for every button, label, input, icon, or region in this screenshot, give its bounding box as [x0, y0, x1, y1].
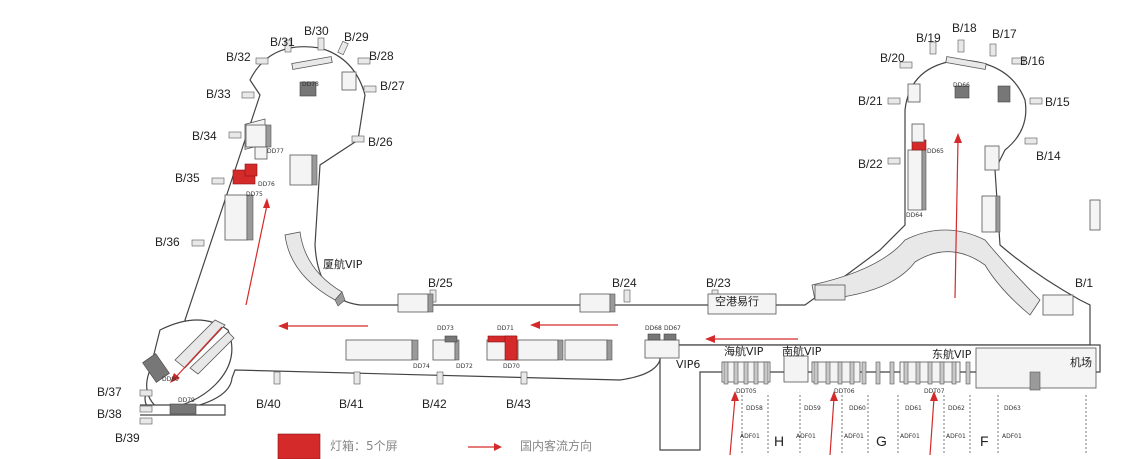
display-ddt06: DDT06 [834, 388, 855, 395]
right-pier-box [1042, 294, 1074, 316]
gate-b14: B/14 [1036, 149, 1061, 163]
display-dd64: DD64 [906, 212, 923, 219]
gate-b22: B/22 [858, 157, 883, 171]
gate-b37: B/37 [97, 385, 122, 399]
gate-b23: B/23 [706, 276, 731, 290]
gate-b34: B/34 [192, 129, 217, 143]
gate-b15: B/15 [1045, 95, 1070, 109]
area-f: F [980, 433, 989, 449]
display-dd76: DD76 [258, 181, 275, 188]
adf-1: ADF01 [740, 433, 760, 440]
zone-xiamen-vip: 厦航VIP [323, 257, 363, 271]
gate-b39: B/39 [115, 431, 140, 445]
legend: 灯箱：5个屏 国内客流方向 [277, 433, 592, 459]
gate-b30: B/30 [304, 24, 329, 38]
gate-b1: B/1 [1075, 276, 1093, 290]
display-dd63: DD63 [1004, 405, 1021, 412]
gate-b29: B/29 [344, 30, 369, 44]
area-h: H [774, 433, 784, 449]
zone-labels: 厦航VIP 空港易行 VIP6 海航VIP 南航VIP 东航VIP 机场 H G… [323, 257, 1092, 449]
adf-4: ADF01 [900, 433, 920, 440]
display-dd78: DD78 [302, 81, 319, 88]
display-dd58: DD58 [746, 405, 763, 412]
gate-b40: B/40 [256, 397, 281, 411]
display-dd61: DD61 [905, 405, 922, 412]
display-dd59: DD59 [804, 405, 821, 412]
adf-labels: ADF01 ADF01 ADF01 ADF01 ADF01 ADF01 [740, 433, 1022, 440]
zone-vip6: VIP6 [676, 358, 700, 371]
zone-hainan-vip: 海航VIP [724, 344, 764, 358]
legend-lightbox-swatch [277, 433, 321, 459]
flow-arrows [170, 133, 962, 456]
gate-b20: B/20 [880, 51, 905, 65]
gate-b41: B/41 [339, 397, 364, 411]
checkin-rows [741, 395, 1087, 455]
gate-labels: B/31 B/30 B/29 B/28 B/32 B/27 B/33 B/34 … [97, 21, 1093, 445]
legend-flow-label: 国内客流方向 [520, 438, 592, 453]
display-dd72: DD72 [456, 363, 473, 370]
zone-airport-easy: 空港易行 [715, 294, 759, 308]
display-labels: DD78 DD77 DD76 DD75 DD80 DD79 DD73 DD74 … [162, 81, 1021, 412]
gate-b18: B/18 [952, 21, 977, 35]
gate-b24: B/24 [612, 276, 637, 290]
gate-b32: B/32 [226, 50, 251, 64]
gate-b38: B/38 [97, 407, 122, 421]
adf-2: ADF01 [796, 433, 816, 440]
display-dd71: DD71 [497, 325, 514, 332]
display-ddt05: DDT05 [736, 388, 757, 395]
zone-china-eastern-vip: 东航VIP [932, 347, 972, 361]
lower-counters [721, 347, 1097, 391]
display-dd73: DD73 [437, 325, 454, 332]
counter-pillars [723, 361, 971, 385]
concourse-boxes [345, 293, 777, 361]
gate-b27: B/27 [380, 79, 405, 93]
gate-b25: B/25 [428, 276, 453, 290]
gate-b26: B/26 [368, 135, 393, 149]
gate-b28: B/28 [369, 49, 394, 63]
display-dd80: DD80 [162, 376, 179, 383]
gate-b31: B/31 [270, 35, 295, 49]
left-pier-boxes [142, 56, 357, 415]
gate-b42: B/42 [422, 397, 447, 411]
display-dd67: DD67 [664, 325, 681, 332]
gate-b16: B/16 [1020, 54, 1045, 68]
gate-b43: B/43 [506, 397, 531, 411]
display-dd68: DD68 [645, 325, 662, 332]
display-dd66: DD66 [953, 82, 970, 89]
right-arch [811, 229, 1041, 316]
display-dd62: DD62 [948, 405, 965, 412]
left-arc-bridge-side [334, 291, 346, 307]
diagonal-bridge-2 [189, 331, 235, 375]
zone-china-southern-vip: 南航VIP [782, 344, 822, 358]
display-dd77: DD77 [267, 148, 284, 155]
gate-b35: B/35 [175, 171, 200, 185]
display-dd74: DD74 [413, 363, 430, 370]
gate-b33: B/33 [206, 87, 231, 101]
display-dd60: DD60 [849, 405, 866, 412]
diagonal-bridge [174, 319, 226, 369]
gate-b19: B/19 [916, 31, 941, 45]
display-dd79: DD79 [178, 397, 195, 404]
legend-lightbox-label: 灯箱：5个屏 [330, 438, 398, 453]
terminal-floor [144, 46, 1091, 411]
right-pier-boxes [907, 56, 1101, 233]
adf-5: ADF01 [946, 433, 966, 440]
gate-b36: B/36 [155, 235, 180, 249]
zone-airport: 机场 [1070, 355, 1092, 369]
display-dd65: DD65 [927, 148, 944, 155]
display-dd70: DD70 [503, 363, 520, 370]
adf-3: ADF01 [844, 433, 864, 440]
gate-b17: B/17 [992, 27, 1017, 41]
area-g: G [876, 433, 887, 449]
gate-b21: B/21 [858, 94, 883, 108]
display-dd75: DD75 [246, 191, 263, 198]
display-ddt07: DDT07 [924, 388, 945, 395]
adf-6: ADF01 [1002, 433, 1022, 440]
left-pod [146, 319, 233, 411]
right-arch-end [814, 284, 846, 301]
